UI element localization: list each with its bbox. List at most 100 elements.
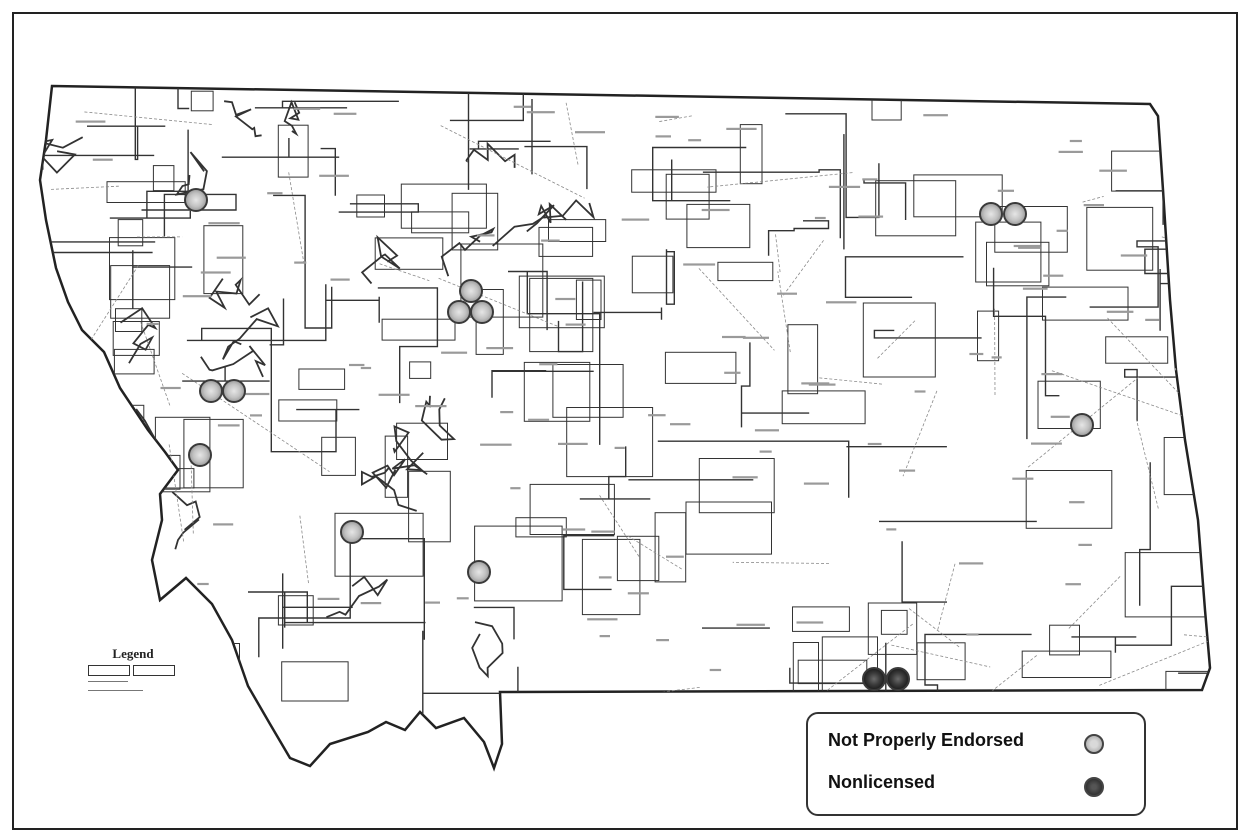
district-boundary — [465, 141, 516, 168]
road-line — [912, 86, 948, 95]
place-label-mark — [1058, 150, 1083, 153]
place-label-mark — [826, 301, 857, 304]
district-cell — [117, 219, 144, 247]
district-boundary — [171, 491, 201, 550]
place-label-mark — [867, 442, 882, 446]
place-label-mark — [513, 105, 532, 108]
place-label-mark — [208, 222, 240, 225]
place-label-mark — [117, 598, 135, 601]
district-cell — [875, 180, 957, 237]
district-cell — [631, 255, 674, 294]
road-line — [599, 495, 640, 557]
place-label-mark — [486, 347, 514, 350]
place-label-mark — [477, 234, 495, 237]
not-properly-endorsed-marker — [1070, 413, 1094, 437]
road-line — [1161, 236, 1210, 269]
place-label-mark — [360, 366, 372, 370]
place-label-mark — [777, 292, 797, 295]
road-line — [168, 444, 184, 542]
district-boundary — [420, 395, 457, 441]
district-cell — [381, 318, 456, 341]
road-line — [1099, 638, 1210, 686]
road-line — [438, 277, 559, 327]
place-label-mark — [500, 411, 514, 414]
district-boundary — [200, 345, 266, 378]
district-boundary — [1139, 462, 1151, 606]
place-label-mark — [200, 271, 231, 274]
place-label-mark — [75, 120, 106, 123]
road-line — [1051, 370, 1191, 419]
district-boundary — [338, 203, 419, 213]
legend-item-nonlicensed: Nonlicensed — [828, 772, 936, 792]
place-label-mark — [726, 127, 757, 130]
nonlicensed-marker — [862, 667, 886, 691]
district-cell — [739, 124, 763, 185]
district-cell — [408, 470, 451, 543]
place-label-mark — [655, 115, 679, 118]
place-label-mark — [1031, 442, 1062, 445]
legend-swatch-2 — [133, 665, 175, 676]
place-label-mark — [563, 528, 586, 531]
district-boundary — [282, 573, 353, 649]
district-cell — [717, 261, 774, 282]
place-label-mark — [250, 414, 262, 417]
place-label-mark — [217, 424, 240, 427]
place-label-mark — [862, 178, 878, 181]
place-label-mark — [754, 429, 779, 432]
dark-circle-icon — [1084, 777, 1104, 797]
district-cell — [321, 436, 356, 476]
district-cell — [986, 241, 1050, 287]
district-boundary — [992, 267, 1060, 397]
not-properly-endorsed-marker — [222, 379, 246, 403]
district-cell — [685, 501, 772, 555]
district-cell — [277, 595, 314, 626]
road-line — [84, 111, 212, 125]
place-label-mark — [742, 336, 769, 339]
district-boundary — [221, 138, 340, 158]
place-label-mark — [959, 562, 984, 565]
district-boundary — [491, 370, 594, 398]
place-label-mark — [1018, 246, 1041, 249]
district-cell — [183, 418, 244, 489]
place-label-mark — [828, 185, 861, 188]
district-cell — [1049, 624, 1080, 656]
legend-line — [88, 690, 143, 694]
place-label-mark — [1106, 310, 1134, 313]
district-cell — [548, 219, 607, 243]
road-line — [818, 377, 883, 385]
place-label-mark — [528, 418, 550, 421]
district-boundary — [134, 86, 190, 161]
road-line — [94, 471, 136, 508]
district-cell — [115, 308, 143, 333]
district-cell — [411, 211, 470, 234]
district-boundary — [1115, 585, 1210, 646]
place-label-mark — [648, 414, 666, 417]
district-boundary — [873, 329, 982, 339]
map-legend-small: Legend — [88, 646, 178, 694]
place-label-mark — [555, 297, 576, 301]
district-boundary — [248, 591, 426, 628]
place-label-mark — [614, 446, 625, 449]
road-line — [707, 172, 853, 188]
place-label-mark — [899, 469, 916, 472]
place-label-mark — [480, 443, 512, 446]
not-properly-endorsed-marker — [184, 188, 208, 212]
district-cell — [994, 206, 1068, 253]
not-properly-endorsed-marker — [188, 443, 212, 467]
district-boundary — [208, 276, 261, 311]
place-label-mark — [1043, 274, 1064, 277]
road-line — [877, 320, 916, 359]
district-boundary — [186, 284, 380, 342]
place-label-mark — [1012, 477, 1034, 480]
district-cell — [518, 275, 605, 329]
district-boundary — [471, 621, 504, 679]
district-boundary — [1124, 368, 1176, 422]
district-boundary — [767, 220, 830, 256]
place-label-mark — [216, 256, 246, 259]
place-label-mark — [245, 392, 270, 396]
place-label-mark — [736, 623, 765, 626]
place-label-mark — [541, 239, 560, 242]
district-cell — [55, 454, 108, 486]
place-label-mark — [92, 158, 113, 161]
district-boundary — [863, 180, 907, 220]
